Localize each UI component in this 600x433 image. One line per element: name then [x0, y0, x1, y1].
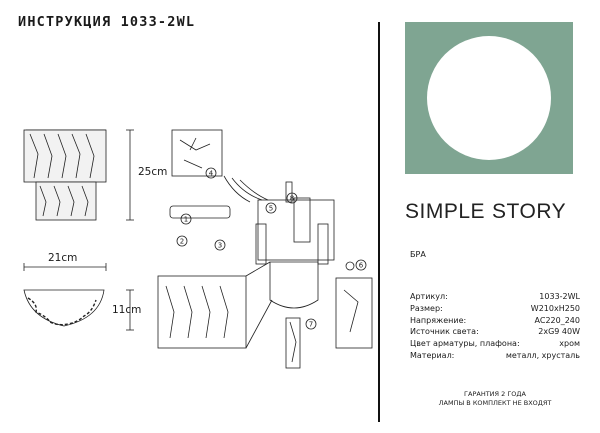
brand-word-1: SIMPLE: [405, 200, 486, 223]
lamp-illustration: [405, 22, 573, 174]
spec-label: Источник света:: [410, 327, 479, 337]
spec-row: Напряжение: AC220_240: [410, 315, 580, 327]
spec-label: Размер:: [410, 303, 443, 313]
front-view: [23, 129, 134, 271]
callout-6: 6: [359, 262, 364, 270]
warranty-text: ГАРАНТИЯ 2 ГОДА: [464, 390, 526, 398]
column-divider: [378, 22, 380, 422]
spec-label: Цвет арматуры, плафона:: [410, 339, 520, 349]
height-dimension-bottom: 11cm: [112, 304, 142, 316]
callout-2: 2: [180, 238, 184, 246]
spec-list: Артикул: 1033-2WL Размер: W210xH250 Напряж…: [410, 291, 580, 362]
side-view: [23, 289, 134, 331]
brand-word-2: STORY: [492, 200, 567, 223]
bulbs-note: ЛАМПЫ В КОМПЛЕКТ НЕ ВХОДЯТ: [438, 399, 552, 407]
lamp-globe: [427, 36, 551, 160]
spec-row: Цвет арматуры, плафона: хром: [410, 338, 580, 350]
spec-value: 1033-2WL: [539, 292, 580, 301]
exploded-view: [157, 129, 373, 369]
spec-value: 2xG9 40W: [538, 327, 580, 337]
callout-3: 3: [218, 242, 222, 250]
spec-row: Материал: металл, хрусталь: [410, 350, 580, 362]
callout-4: 4: [209, 170, 214, 178]
assembly-drawing: 1 2 3 4 5 6 7 8: [23, 129, 373, 369]
width-dimension: 21cm: [48, 252, 78, 264]
height-dimension-top: 25cm: [138, 166, 168, 178]
callout-circles: [176, 167, 367, 330]
spec-value: W210xH250: [530, 303, 580, 313]
callout-1: 1: [184, 216, 188, 224]
brand-logo: SIMPLE STORY: [405, 200, 566, 224]
spec-label: Напряжение:: [410, 315, 467, 325]
spec-row: Артикул: 1033-2WL: [410, 291, 580, 303]
product-type: БРА: [410, 250, 426, 259]
spec-value: AC220_240: [534, 315, 580, 325]
spec-value: металл, хрусталь: [505, 350, 580, 360]
footer-note: ГАРАНТИЯ 2 ГОДА ЛАМПЫ В КОМПЛЕКТ НЕ ВХОД…: [410, 390, 580, 408]
spec-label: Артикул:: [410, 292, 448, 301]
spec-row: Размер: W210xH250: [410, 303, 580, 315]
spec-row: Источник света: 2xG9 40W: [410, 326, 580, 338]
callout-5: 5: [269, 205, 273, 213]
callout-7: 7: [309, 321, 313, 329]
spec-label: Материал:: [410, 350, 455, 360]
spec-value: хром: [559, 339, 580, 349]
page-title: ИНСТРУКЦИЯ 1033-2WL: [18, 14, 196, 30]
callout-8: 8: [290, 195, 294, 203]
